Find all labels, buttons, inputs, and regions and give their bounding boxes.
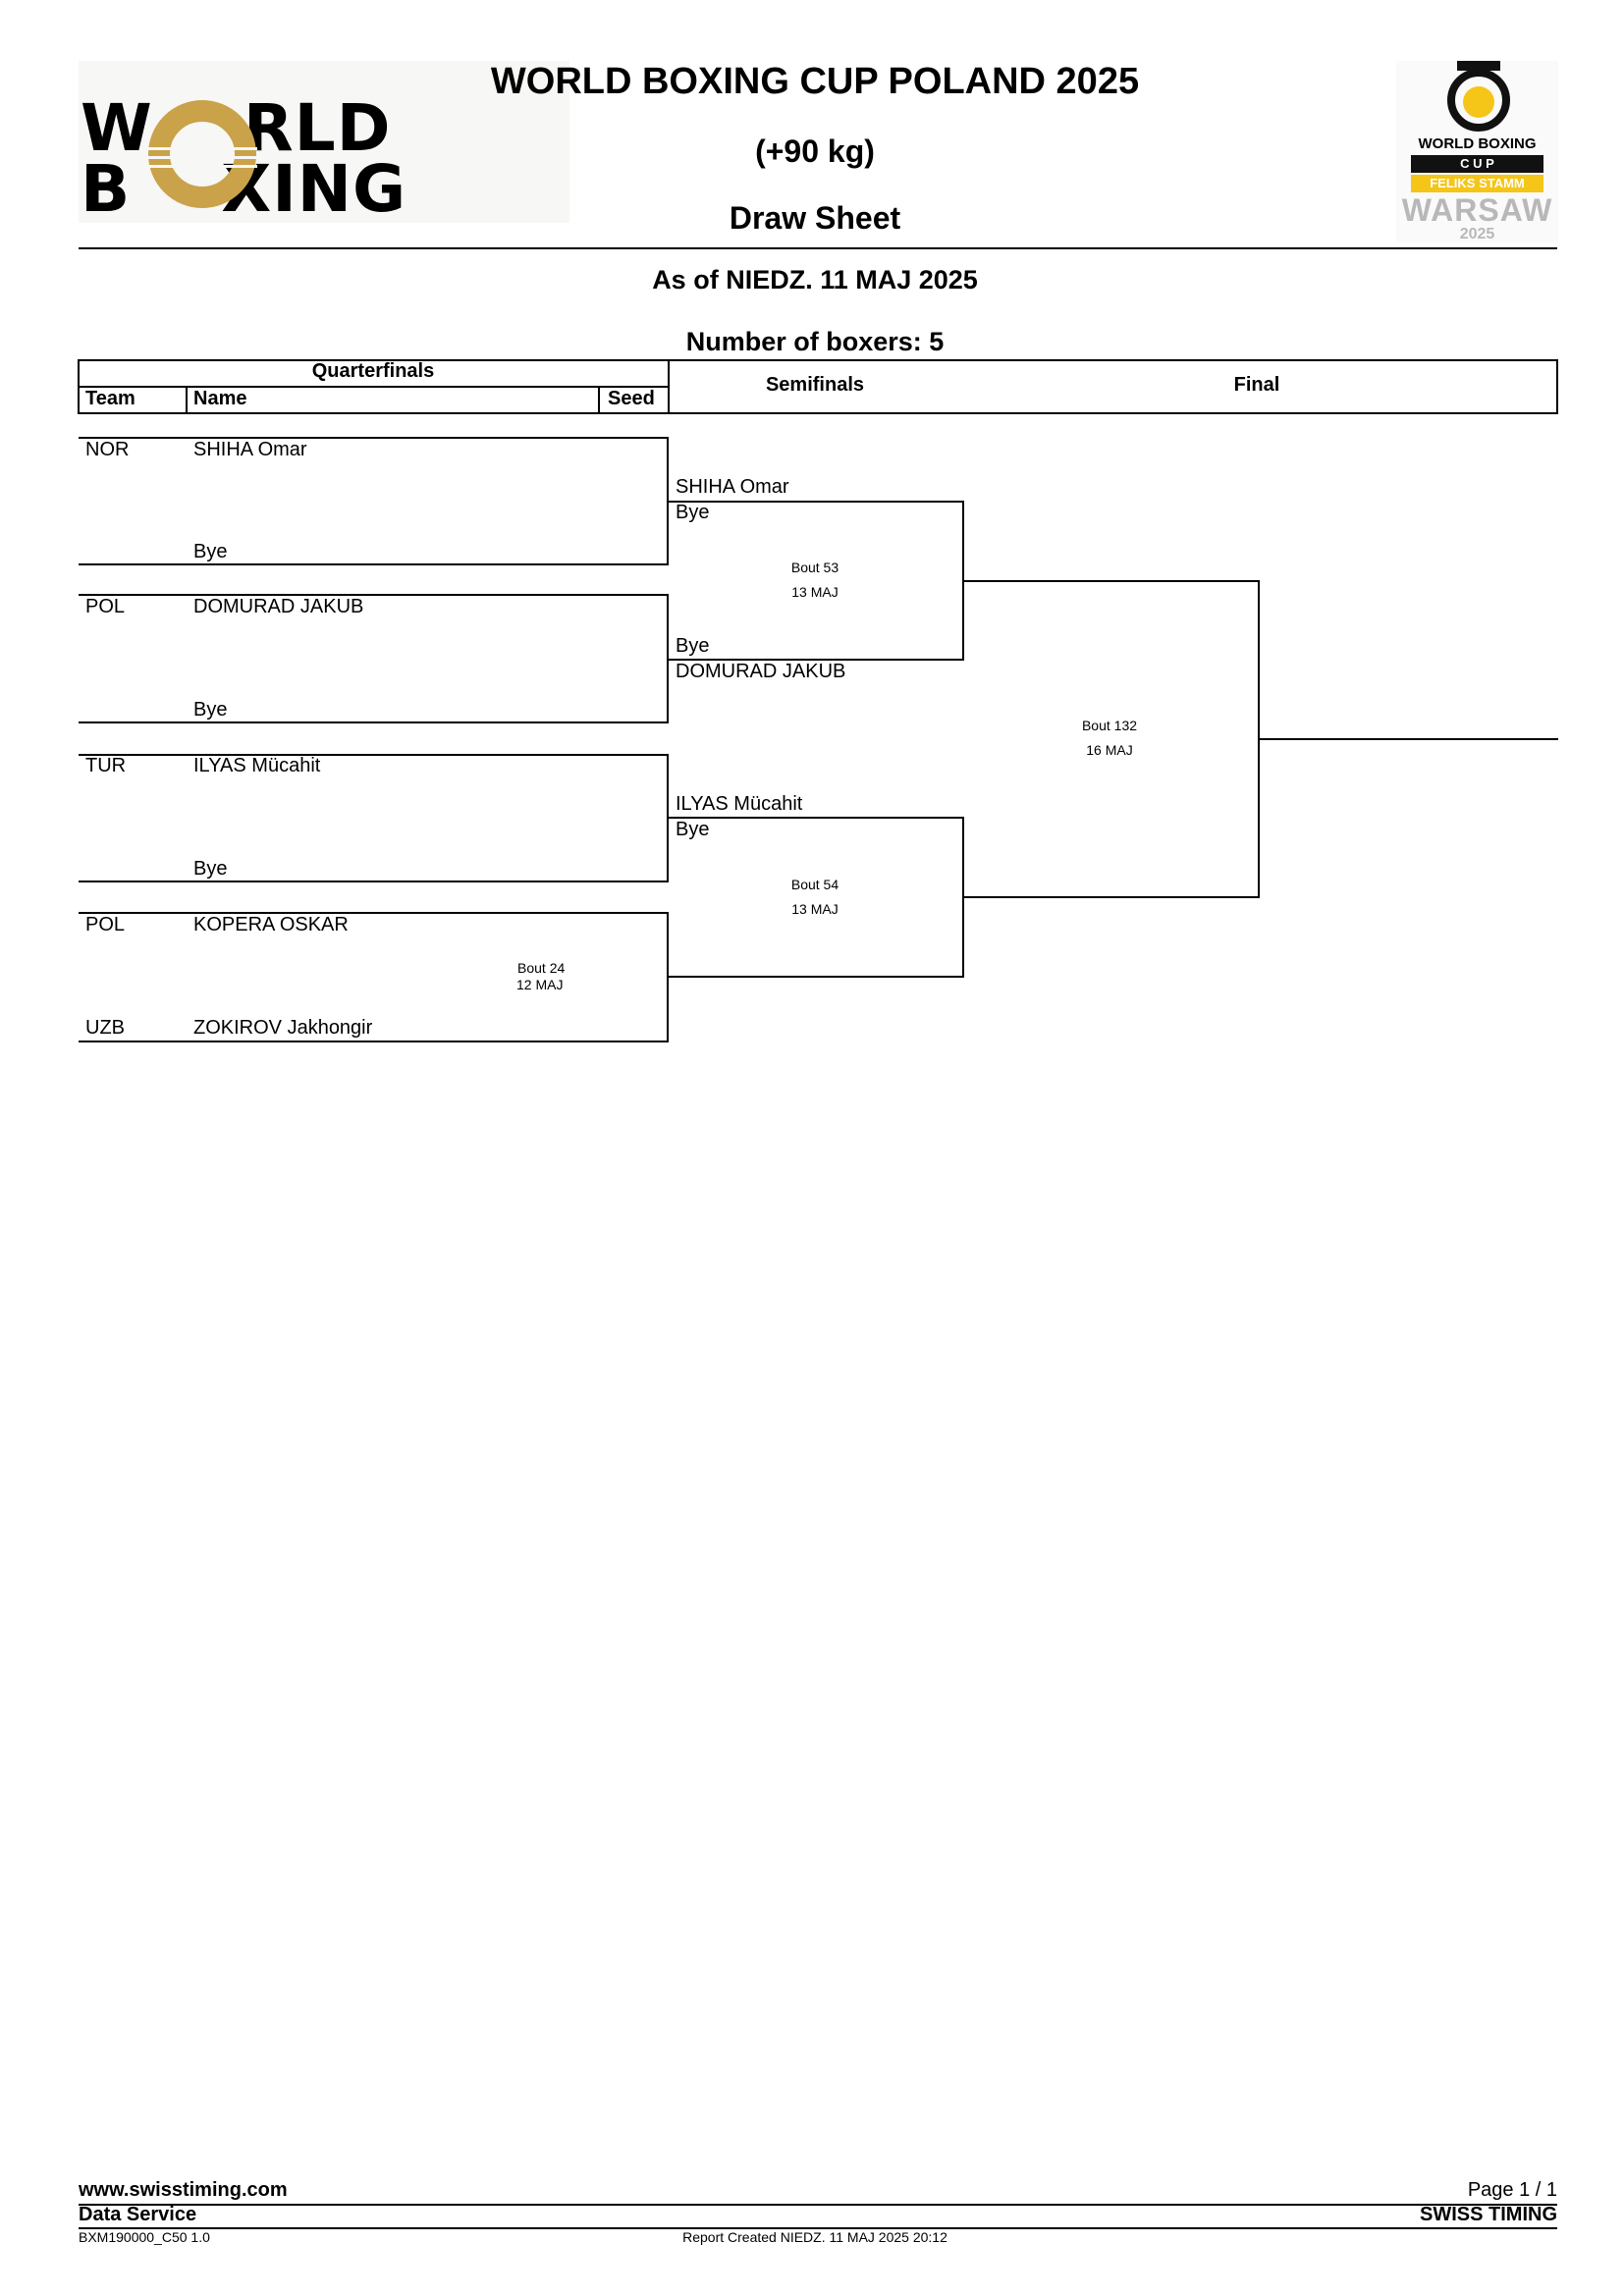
footer-rule-2 <box>79 2227 1557 2229</box>
sf2-top-sub: Bye <box>676 819 710 840</box>
final-date: 16 MAJ <box>1086 742 1133 758</box>
sf1-top-sub: Bye <box>676 502 710 523</box>
header-rule <box>79 247 1557 249</box>
footer-data-service: Data Service <box>79 2204 197 2225</box>
qf4-bout: Bout 24 <box>517 960 566 976</box>
footer-code: BXM190000_C50 1.0 <box>79 2229 210 2245</box>
footer-page: Page 1 / 1 <box>1467 2179 1557 2201</box>
name-header: Name <box>193 388 247 409</box>
header-subrule <box>79 386 668 388</box>
seed-header: Seed <box>608 388 655 409</box>
sf1-bottom-name: DOMURAD JAKUB <box>676 661 846 682</box>
seed-col-divider <box>598 386 600 414</box>
qf4-date: 12 MAJ <box>516 977 564 992</box>
qf2-team: POL <box>85 596 126 617</box>
page-title: WORLD BOXING CUP POLAND 2025 <box>490 61 1140 102</box>
sf2-bout: Bout 54 <box>790 877 839 892</box>
weight-class: (+90 kg) <box>755 133 875 169</box>
cup-logo-line3: FELIKS STAMM <box>1411 175 1543 192</box>
as-of-date: As of NIEDZ. 11 MAJ 2025 <box>652 265 978 294</box>
qf3-team: TUR <box>85 755 127 776</box>
qf2-name: DOMURAD JAKUB <box>193 596 364 617</box>
world-boxing-cup-logo: WORLD BOXING C U P FELIKS STAMM WARSAW 2… <box>1396 61 1558 242</box>
sf1-bout: Bout 53 <box>790 560 839 575</box>
qf4-opponent: ZOKIROV Jakhongir <box>193 1017 373 1039</box>
qf2-opponent: Bye <box>193 699 228 721</box>
cup-emblem-icon <box>1447 61 1510 132</box>
qf3-name: ILYAS Mücahit <box>193 755 321 776</box>
footer-rule-1 <box>79 2204 1557 2206</box>
qf4-name: KOPERA OSKAR <box>193 914 349 935</box>
header-divider <box>668 359 670 414</box>
ring-icon <box>147 100 257 208</box>
qf1-team: NOR <box>85 439 130 460</box>
sf2-top-name: ILYAS Mücahit <box>676 793 803 815</box>
sf1-top-name: SHIHA Omar <box>676 476 789 498</box>
qf1-name: SHIHA Omar <box>193 439 307 460</box>
team-col-divider <box>186 386 188 414</box>
team-header: Team <box>85 388 135 409</box>
cup-logo-line5: 2025 <box>1459 226 1495 242</box>
sf2-date: 13 MAJ <box>791 901 839 917</box>
qf4-team: POL <box>85 914 126 935</box>
footer-swiss-timing: SWISS TIMING <box>1420 2204 1557 2225</box>
boxer-count: Number of boxers: 5 <box>685 327 945 356</box>
cup-logo-line2: C U P <box>1411 155 1543 173</box>
qf3-opponent: Bye <box>193 858 228 880</box>
sf1-bottom-sub: Bye <box>676 635 710 657</box>
quarterfinals-header: Quarterfinals <box>311 360 435 382</box>
draw-sheet-subtitle: Draw Sheet <box>729 200 901 236</box>
final-header: Final <box>1233 374 1280 396</box>
semifinals-header: Semifinals <box>765 374 865 396</box>
cup-logo-line1: WORLD BOXING <box>1418 135 1537 152</box>
cup-logo-line4: WARSAW <box>1401 192 1553 228</box>
final-bout: Bout 132 <box>1081 718 1138 733</box>
footer-website[interactable]: www.swisstiming.com <box>79 2179 288 2201</box>
qf4-opp-team: UZB <box>85 1017 125 1039</box>
footer-report-created: Report Created NIEDZ. 11 MAJ 2025 20:12 <box>682 2229 947 2245</box>
sf1-date: 13 MAJ <box>791 584 839 600</box>
qf1-opponent: Bye <box>193 541 228 562</box>
